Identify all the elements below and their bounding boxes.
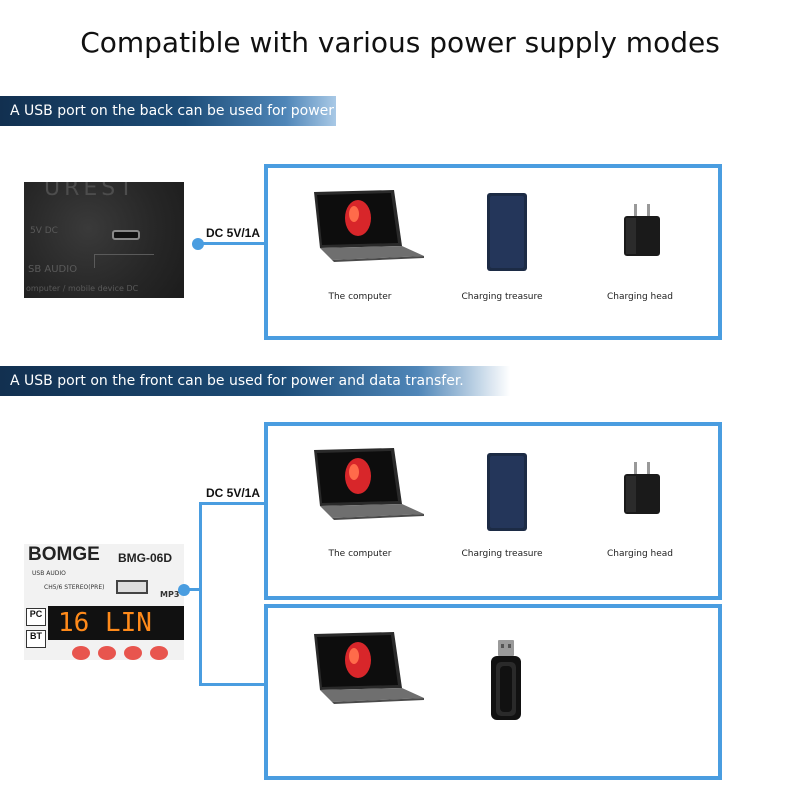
photo-stereo: CH5/6 STEREO(PRE)	[44, 584, 105, 591]
red-knob	[98, 646, 116, 660]
page-title: Compatible with various power supply mod…	[80, 26, 720, 59]
led-display: 16 LIN	[48, 606, 184, 640]
photo-emboss-bottom: omputer / mobile device DC	[26, 284, 139, 293]
connector-line	[199, 683, 264, 686]
device-label-charger: Charging head	[606, 549, 673, 559]
back-panel-photo: UREST 5V DC SB AUDIO omputer / mobile de…	[24, 182, 184, 298]
device-label-power-bank: Charging treasure	[461, 292, 543, 302]
connector-line	[199, 502, 202, 686]
banner-back-usb: A USB port on the back can be used for p…	[0, 96, 385, 126]
laptop-icon	[314, 632, 424, 704]
photo-bt-button: BT	[26, 630, 46, 648]
photo-emboss-audio: SB AUDIO	[28, 264, 78, 275]
device-label-power-bank: Charging treasure	[461, 549, 543, 559]
device-label-computer: The computer	[328, 292, 392, 302]
photo-usb-audio: USB AUDIO	[32, 570, 66, 577]
charger-icon	[624, 204, 660, 256]
red-knob	[150, 646, 168, 660]
laptop-icon	[314, 190, 424, 262]
front-panel-photo: BOMGE BMG-06D USB AUDIO CH5/6 STEREO(PRE…	[24, 544, 184, 660]
photo-emboss-top: UREST	[44, 182, 137, 201]
usb-a-port	[116, 580, 148, 594]
device-label-charger: Charging head	[606, 292, 673, 302]
connector-line	[199, 502, 264, 505]
connector-line	[184, 588, 202, 591]
red-knob	[124, 646, 142, 660]
micro-usb-port	[112, 230, 140, 240]
photo-emboss-line	[94, 254, 154, 268]
photo-pc-button: PC	[26, 608, 46, 626]
connector-line	[198, 242, 264, 245]
photo-model: BMG-06D	[118, 551, 173, 565]
power-bank-icon	[487, 453, 527, 531]
usb-drive-icon	[491, 640, 521, 720]
device-label-computer: The computer	[328, 549, 392, 559]
laptop-icon	[314, 448, 424, 520]
photo-brand: BOMGE	[28, 544, 100, 565]
power-bank-icon	[487, 193, 527, 271]
photo-emboss-voltage: 5V DC	[30, 226, 58, 236]
red-knob	[72, 646, 90, 660]
banner-front-usb: A USB port on the front can be used for …	[0, 366, 510, 396]
charger-icon	[624, 462, 660, 514]
photo-mp3: MP3	[160, 590, 180, 599]
dc-label-front: DC 5V/1A	[206, 486, 261, 500]
dc-label-back: DC 5V/1A	[206, 226, 261, 240]
